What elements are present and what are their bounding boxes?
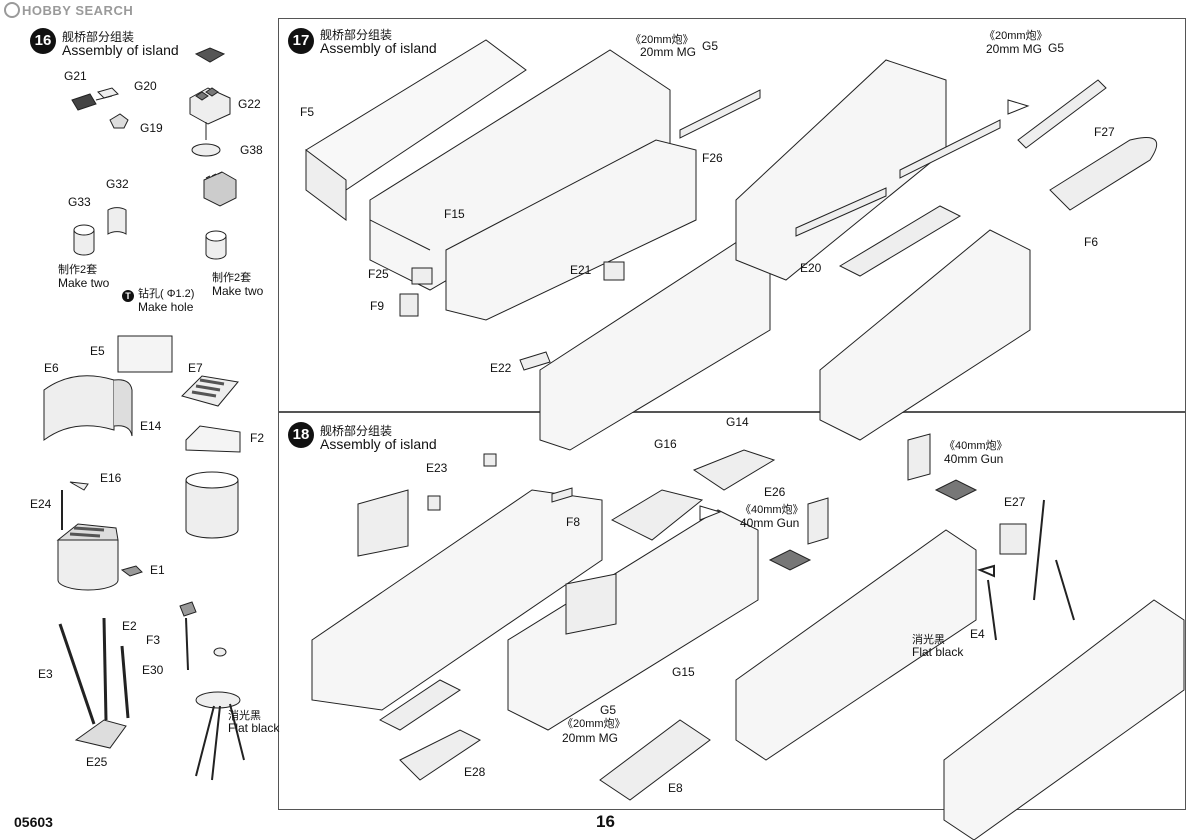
make-hole-cn: 钻孔( Φ1.2) bbox=[138, 288, 195, 300]
part-label: F25 bbox=[368, 267, 389, 281]
step16-title-cn: 舰桥部分组装 bbox=[62, 30, 135, 44]
gun-en: 40mm Gun bbox=[740, 516, 800, 530]
page-code: 05603 bbox=[14, 814, 53, 830]
mg-cn: 《20mm炮》 bbox=[630, 34, 694, 46]
step18-title-cn: 舰桥部分组装 bbox=[320, 424, 393, 438]
flat-black-cn: 消光黑 bbox=[228, 710, 261, 722]
part-label: E5 bbox=[90, 344, 105, 358]
part-label: G5 bbox=[600, 703, 617, 717]
part-label: F27 bbox=[1094, 125, 1115, 139]
mg-cn: 《20mm炮》 bbox=[562, 718, 626, 730]
part-label: G16 bbox=[654, 437, 677, 451]
make-two-en: Make two bbox=[212, 284, 264, 298]
part-label: G20 bbox=[134, 79, 157, 93]
part-label: G14 bbox=[726, 415, 749, 429]
mg-en: 20mm MG bbox=[986, 42, 1043, 56]
part-label: E30 bbox=[142, 663, 164, 677]
part-label: E8 bbox=[668, 781, 683, 795]
part-label: E1 bbox=[150, 563, 165, 577]
hole-badge-icon: T bbox=[122, 290, 134, 302]
mg-cn: 《20mm炮》 bbox=[984, 30, 1048, 42]
part-label: E7 bbox=[188, 361, 203, 375]
part-label: G22 bbox=[238, 97, 261, 111]
flat-black-en: Flat black bbox=[228, 721, 280, 735]
part-label: G15 bbox=[672, 665, 695, 679]
gun-cn: 《40mm炮》 bbox=[944, 440, 1008, 452]
step18-frame bbox=[278, 411, 1186, 810]
step18-number: 18 bbox=[288, 422, 314, 448]
step17-drawing bbox=[305, 39, 1158, 451]
part-label: E22 bbox=[490, 361, 512, 375]
gun-en: 40mm Gun bbox=[944, 452, 1004, 466]
part-label: G33 bbox=[68, 195, 91, 209]
watermark-logo-icon bbox=[4, 2, 20, 18]
make-two-cn: 制作2套 bbox=[58, 264, 98, 276]
part-label: F6 bbox=[1084, 235, 1099, 249]
part-label: E20 bbox=[800, 261, 822, 275]
step18-title-en: Assembly of island bbox=[320, 436, 437, 452]
part-label: G21 bbox=[64, 69, 87, 83]
part-label: G5 bbox=[702, 39, 719, 53]
part-label: E21 bbox=[570, 263, 592, 277]
make-two-cn: 制作2套 bbox=[212, 272, 252, 284]
part-label: E28 bbox=[464, 765, 486, 779]
part-label: E24 bbox=[30, 497, 52, 511]
watermark-text: HOBBY SEARCH bbox=[22, 3, 134, 18]
part-label: G38 bbox=[240, 143, 263, 157]
part-label: E14 bbox=[140, 419, 162, 433]
part-label: E23 bbox=[426, 461, 448, 475]
step16-drawing bbox=[43, 47, 245, 781]
mg-en: 20mm MG bbox=[640, 45, 697, 59]
step17-title-cn: 舰桥部分组装 bbox=[320, 28, 393, 42]
page-number: 16 bbox=[596, 812, 615, 831]
watermark: HOBBY SEARCH bbox=[4, 2, 133, 18]
part-label: F3 bbox=[146, 633, 161, 647]
step17-number: 17 bbox=[288, 28, 314, 54]
part-label: F9 bbox=[370, 299, 385, 313]
part-label: G32 bbox=[106, 177, 129, 191]
step16-title-en: Assembly of island bbox=[62, 42, 179, 58]
flat-black-en: Flat black bbox=[912, 645, 964, 659]
part-label: F26 bbox=[702, 151, 723, 165]
step17-title-en: Assembly of island bbox=[320, 40, 437, 56]
part-label: E6 bbox=[44, 361, 59, 375]
flat-black-cn: 消光黑 bbox=[912, 634, 945, 646]
part-label: E16 bbox=[100, 471, 122, 485]
step17-frame bbox=[278, 18, 1186, 413]
mg-en: 20mm MG bbox=[562, 731, 619, 745]
part-label: G5 bbox=[1048, 41, 1065, 55]
part-label: F15 bbox=[444, 207, 465, 221]
step16-number: 16 bbox=[30, 28, 56, 54]
part-label: E3 bbox=[38, 667, 53, 681]
step18-drawing bbox=[311, 433, 1185, 840]
make-hole-en: Make hole bbox=[138, 300, 194, 314]
gun-cn: 《40mm炮》 bbox=[740, 504, 804, 516]
part-label: E2 bbox=[122, 619, 137, 633]
make-two-en: Make two bbox=[58, 276, 110, 290]
part-label: E25 bbox=[86, 755, 108, 769]
part-label: F5 bbox=[300, 105, 315, 119]
part-label: F8 bbox=[566, 515, 581, 529]
part-label: F2 bbox=[250, 431, 265, 445]
part-label: E27 bbox=[1004, 495, 1026, 509]
part-label: G19 bbox=[140, 121, 163, 135]
part-label: E26 bbox=[764, 485, 786, 499]
part-label: E4 bbox=[970, 627, 985, 641]
